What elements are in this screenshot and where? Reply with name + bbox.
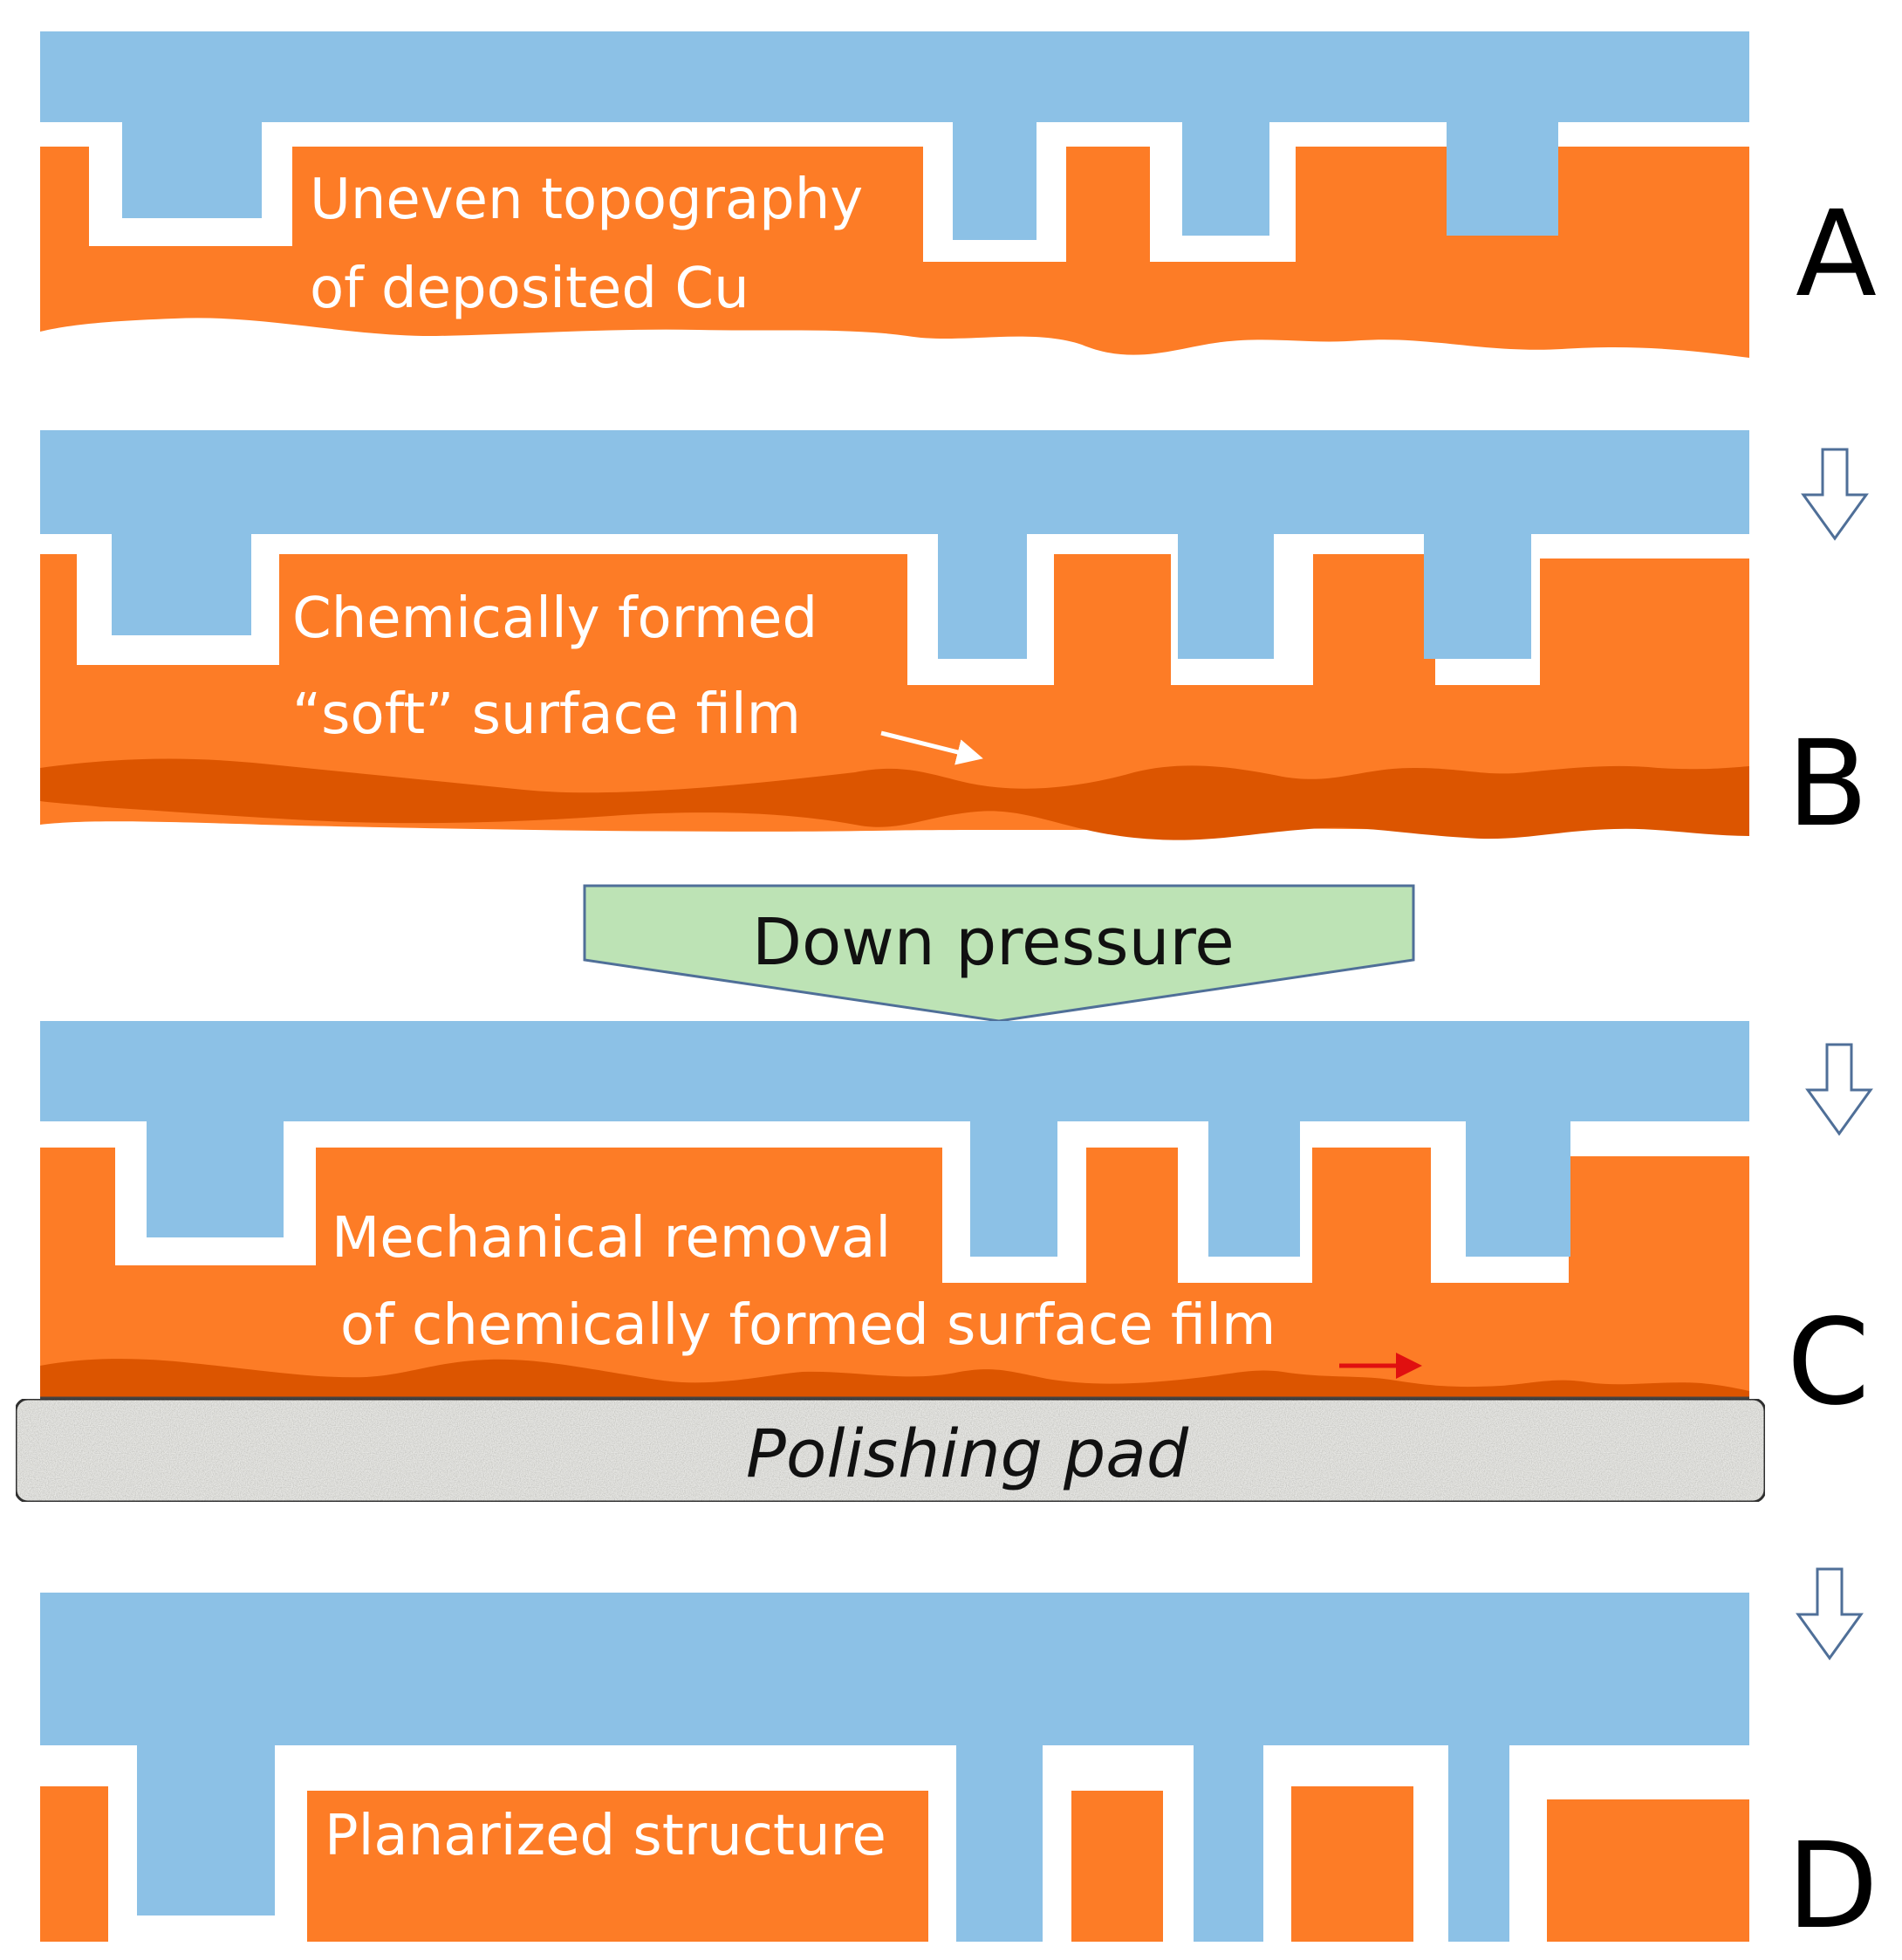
dielectric-layer-a xyxy=(40,31,1749,240)
step-d-label: Planarized structure xyxy=(325,1804,886,1868)
step-c-label-line-1: Mechanical removal xyxy=(332,1206,891,1271)
hollow-down-arrow-icon xyxy=(1796,1567,1864,1661)
step-letter-a: A xyxy=(1796,186,1877,324)
panel-d: Planarized structure D xyxy=(40,1593,1878,1956)
dielectric-layer-d xyxy=(40,1593,1749,1942)
copper-block-d-3 xyxy=(1071,1791,1163,1942)
step-letter-b: B xyxy=(1787,716,1868,853)
copper-block-d-1 xyxy=(40,1786,108,1942)
down-pressure-arrow-shape xyxy=(583,884,1415,1023)
copper-block-d-2 xyxy=(307,1791,928,1942)
copper-block-d-5 xyxy=(1547,1799,1749,1942)
soft-surface-film-b xyxy=(40,758,1749,840)
dielectric-layer-c xyxy=(40,1021,1749,1257)
polishing-pad-label: Polishing pad xyxy=(746,1415,1189,1492)
down-pressure-label: Down pressure xyxy=(752,905,1235,980)
hollow-down-arrow-icon xyxy=(1805,1043,1873,1136)
dielectric-layer-b xyxy=(40,430,1749,659)
step-letter-d: D xyxy=(1787,1818,1878,1956)
panel-c: Mechanical removal of chemically formed … xyxy=(40,1021,1870,1432)
polishing-pad-surface xyxy=(14,1397,1767,1504)
soft-surface-film-c xyxy=(40,1359,1749,1398)
step-c-label-line-2: of chemically formed surface film xyxy=(340,1293,1276,1358)
step-letter-c: C xyxy=(1787,1294,1870,1432)
down-pressure-indicator: Down pressure xyxy=(583,884,1415,1023)
arrow-icon xyxy=(880,730,983,765)
copper-layer-a xyxy=(40,147,1749,358)
step-a-label-line-2: of deposited Cu xyxy=(310,257,749,321)
polishing-pad: Polishing pad xyxy=(14,1397,1767,1504)
step-a-label-line-1: Uneven topography xyxy=(310,168,863,232)
copper-layer-c xyxy=(40,1148,1749,1398)
step-b-label-line-2: “soft” surface film xyxy=(292,682,801,747)
copper-block-d-4 xyxy=(1291,1786,1413,1942)
panel-a: Uneven topography of deposited Cu A xyxy=(40,31,1877,358)
panel-b: Chemically formed “soft” surface film B xyxy=(40,430,1868,853)
hollow-down-arrow-icon xyxy=(1801,448,1869,541)
step-b-label-line-1: Chemically formed xyxy=(292,586,818,651)
copper-layer-b xyxy=(40,554,1749,836)
